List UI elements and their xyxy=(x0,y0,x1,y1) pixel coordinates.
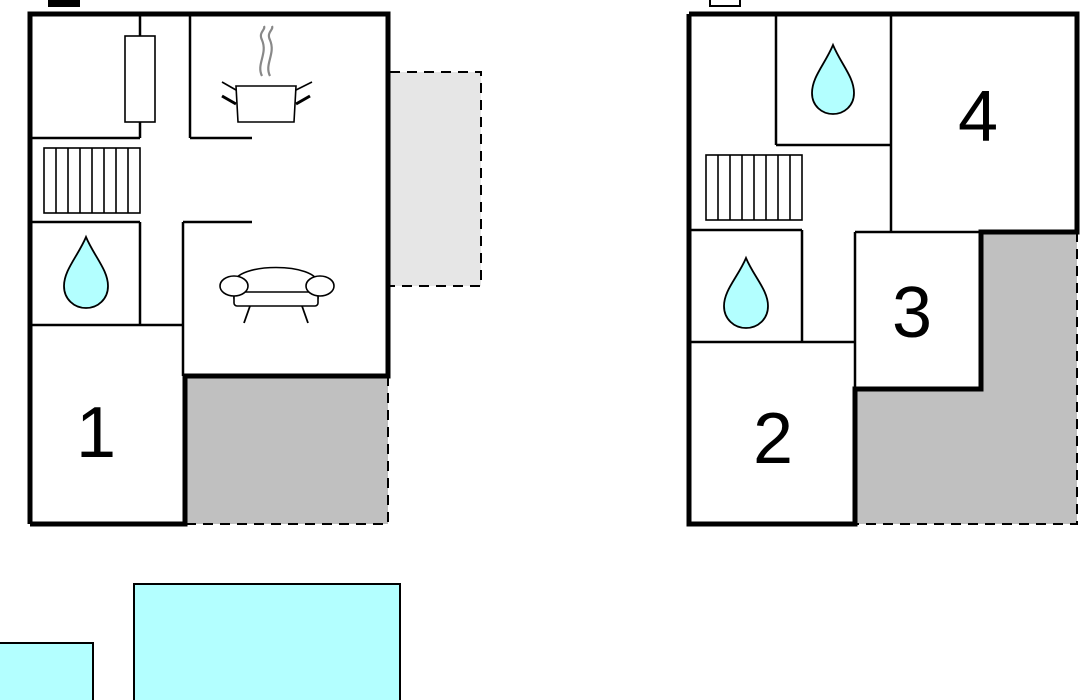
water-drop-icon xyxy=(723,255,769,329)
terrace-upper xyxy=(855,391,1077,524)
large-pool xyxy=(133,583,401,700)
room-2-number: 2 xyxy=(753,399,793,479)
terrace-light xyxy=(390,72,481,286)
room-3-number: 3 xyxy=(892,273,932,353)
terrace-upper-2 xyxy=(981,232,1077,392)
water-drop-icon xyxy=(811,42,855,115)
terrace-dark xyxy=(185,376,388,524)
room-1-number: 1 xyxy=(76,393,116,473)
upper-marker xyxy=(709,0,741,7)
cooking-pot-icon xyxy=(221,25,313,123)
sofa-icon xyxy=(219,266,335,324)
cabinet xyxy=(124,35,156,123)
upper-outer-wall xyxy=(686,11,1080,527)
staircase-icon xyxy=(43,147,141,214)
small-pool xyxy=(0,642,94,700)
entrance-marker xyxy=(48,0,80,7)
ground-outer-wall xyxy=(27,11,391,527)
ground-floor: 1 xyxy=(27,0,482,527)
outdoor-area xyxy=(0,583,401,700)
staircase-icon xyxy=(705,154,803,221)
room-4-number: 4 xyxy=(958,77,998,157)
water-drop-icon xyxy=(63,234,109,309)
upper-floor: 2 3 4 xyxy=(686,0,1080,527)
